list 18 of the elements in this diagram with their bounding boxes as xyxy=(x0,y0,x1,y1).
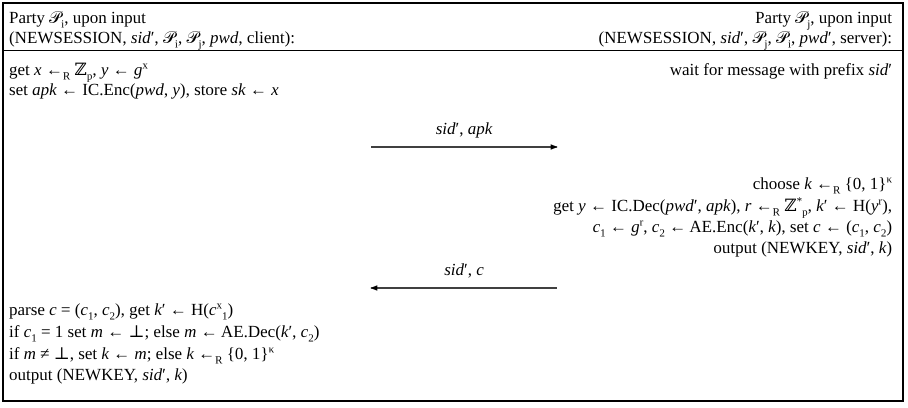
protocol-step: choose k ←$_{R}$ {0, 1}$^{κ}$ xyxy=(752,174,892,194)
protocol-step: get y ← IC.Dec(pwd′, apk), r ←$_{R}$ ℤ$^{*}$$_{p}$, k′ ← H(y$^{r}$), xyxy=(553,196,892,216)
protocol-step: if m ≠ ⊥, set k ← m; else k ←$_{R}$ {0, 1}$^{κ}$ xyxy=(9,344,274,364)
protocol-step: if c$_{1}$ = 1 set m ← ⊥; else m ← AE.Dec(k′, c$_{2}$) xyxy=(9,322,320,342)
protocol-step: set apk ← IC.Enc(pwd, y), store sk ← x xyxy=(9,80,279,100)
message-label: sid′, apk xyxy=(434,119,494,139)
protocol-step: wait for message with prefix sid′ xyxy=(670,60,892,80)
protocol-step: parse c = (c$_{1}$, c$_{2}$), get k′ ← H(c$^{x}$$_{1}$) xyxy=(9,300,234,320)
message-label: sid′, c xyxy=(442,260,486,280)
protocol-step: output (NEWKEY, sid′, k) xyxy=(9,365,188,385)
message-arrow xyxy=(371,144,558,150)
message-arrow xyxy=(370,285,557,291)
protocol-step: get x ←$_{R}$ ℤ$_{p}$, y ← g$^{x}$ xyxy=(9,60,148,80)
party-heading: Party 𝒫$_{j}$, upon input xyxy=(755,8,892,28)
party-heading: (NEWSESSION, sid′, 𝒫$_{i}$, 𝒫$_{j}$, pwd, client): xyxy=(9,28,296,48)
protocol-step: c$_{1}$ ← g$^{r}$, c$_{2}$ ← AE.Enc(k′, k), set c ← (c$_{1}$, c$_{2}$) xyxy=(592,217,892,237)
protocol-step: output (NEWKEY, sid′, k) xyxy=(713,238,892,258)
party-heading: Party 𝒫$_{i}$, upon input xyxy=(9,8,146,28)
